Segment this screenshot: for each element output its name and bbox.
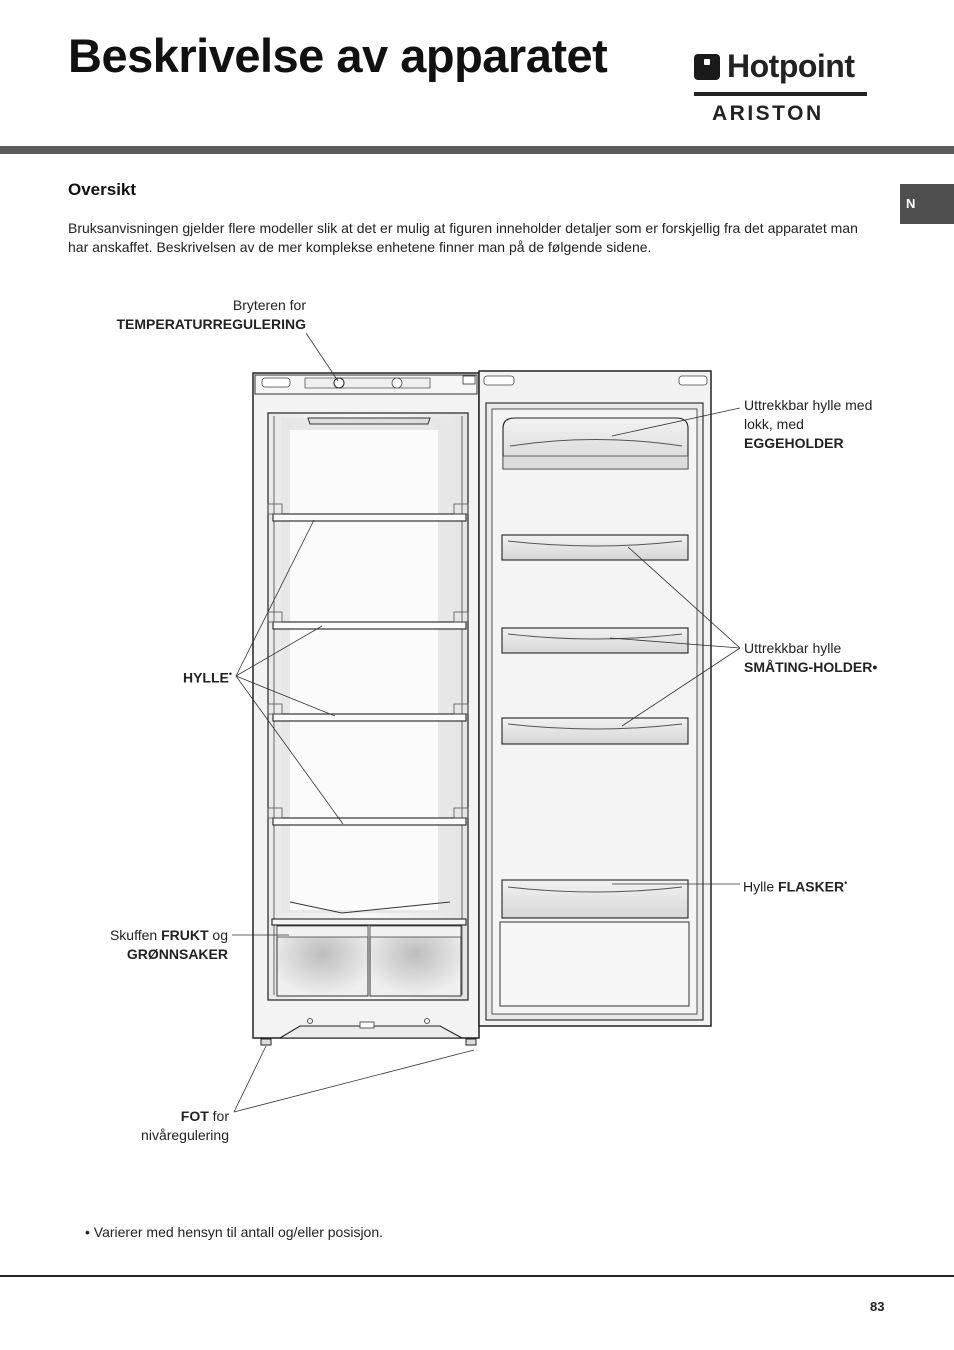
crisper-drawers [276,925,462,997]
door-bin [501,627,689,654]
shelf-footnote-mark: • [228,669,232,679]
bottle-footnote-mark: • [844,878,848,888]
fridge-cabinet [252,372,480,1046]
egg-label-line2: lokk, med [744,416,804,432]
page-number: 83 [870,1299,885,1314]
temp-label-line1: Bryteren for [232,297,306,313]
bottle-label-bold: FLASKER [778,878,845,895]
header-band [0,146,954,154]
shelf [267,703,469,722]
small-label-line2: SMÅTING-HOLDER• [744,659,878,675]
logo-divider [694,92,867,96]
door-bin [501,717,689,745]
fridge-door [478,370,712,1027]
foot-label-suffix: for [208,1108,229,1124]
crisper-drawer-label: Skuffen FRUKT og GRØNNSAKER [60,926,228,964]
intro-paragraph: Bruksanvisningen gjelder flere modeller … [68,220,858,255]
footer-rule [0,1275,954,1277]
drawer-label-prefix: Skuffen [109,927,162,943]
section-heading: Oversikt [68,180,137,199]
logo-mark-icon [694,54,720,80]
callout-lines [232,332,741,1113]
shelf [267,611,469,630]
page-title: Beskrivelse av apparatet [68,29,608,82]
shelf-label-text: HYLLE [182,669,229,686]
small-item-holder-label: Uttrekkbar hylle SMÅTING-HOLDER• [744,639,944,677]
drawer-label-line2: GRØNNSAKER [126,946,228,962]
language-tab: N [900,184,954,224]
shelf [267,807,469,826]
logo-brand: Hotpoint [727,48,855,84]
shelf-label: HYLLE• [110,665,232,688]
egg-holder-label: Uttrekkbar hylle med lokk, med EGGEHOLDE… [744,396,944,453]
foot-label-line2: nivåregulering [141,1127,229,1143]
egg-label-line3: EGGEHOLDER [744,435,844,451]
drawer-label-mid: og [208,927,228,943]
temperature-control-label: Bryteren for TEMPERATURREGULERING [60,296,306,334]
drawer-label-bold: FRUKT [161,927,209,943]
foot-label: FOT for nivåregulering [60,1107,229,1145]
thermostat-knob-icon [333,377,345,389]
logo-subbrand: ARISTON [712,102,824,125]
bottle-shelf [499,879,690,1007]
door-bin [501,534,689,561]
temp-label-line2: TEMPERATURREGULERING [116,316,306,332]
bottle-shelf-label: Hylle FLASKER• [743,874,943,897]
foot-icon [260,1038,272,1046]
egg-label-line1: Uttrekkbar hylle med [744,397,873,413]
footnote: • Varierer med hensyn til antall og/elle… [85,1224,384,1240]
hotpoint-ariston-logo: Hotpoint ARISTON [694,48,869,126]
foot-label-bold: FOT [180,1108,209,1124]
bottle-label-prefix: Hylle [743,878,779,895]
foot-icon [465,1038,477,1046]
shelf [267,503,469,522]
small-label-line1: Uttrekkbar hylle [744,640,842,656]
egg-holder-bin [502,417,689,470]
